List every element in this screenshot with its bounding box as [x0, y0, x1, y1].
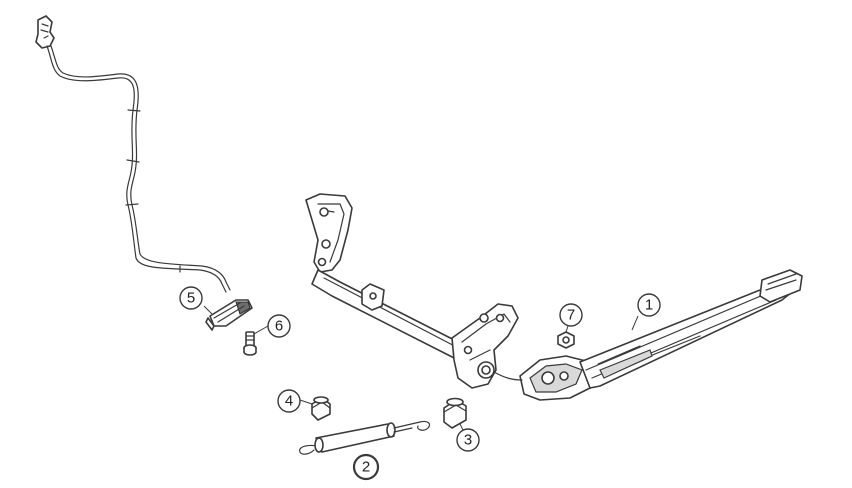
stopper-right — [443, 397, 467, 429]
callout-spring[interactable]: 2 — [352, 453, 380, 481]
callout-label: 3 — [464, 432, 472, 449]
stopper-left — [311, 396, 331, 421]
switch-screw — [243, 331, 257, 356]
callout-label: 6 — [275, 318, 283, 335]
nut — [557, 331, 575, 349]
callout-label: 4 — [285, 393, 293, 410]
callout-side-stand-switch[interactable]: 5 — [179, 286, 203, 310]
side-stand-switch — [205, 299, 253, 331]
spring — [299, 420, 431, 455]
callout-label: 1 — [645, 297, 653, 314]
callout-label: 7 — [567, 307, 575, 324]
side-stand — [493, 269, 803, 401]
callout-stopper-right[interactable]: 3 — [456, 428, 480, 452]
callout-switch-screw[interactable]: 6 — [267, 314, 291, 338]
callout-side-stand[interactable]: 1 — [637, 293, 661, 317]
callout-label: 2 — [362, 459, 370, 476]
switch-cable — [35, 15, 231, 293]
frame-bracket — [305, 193, 519, 389]
callout-label: 5 — [187, 290, 195, 307]
callout-nut[interactable]: 7 — [559, 303, 583, 327]
callout-stopper-left[interactable]: 4 — [277, 389, 301, 413]
